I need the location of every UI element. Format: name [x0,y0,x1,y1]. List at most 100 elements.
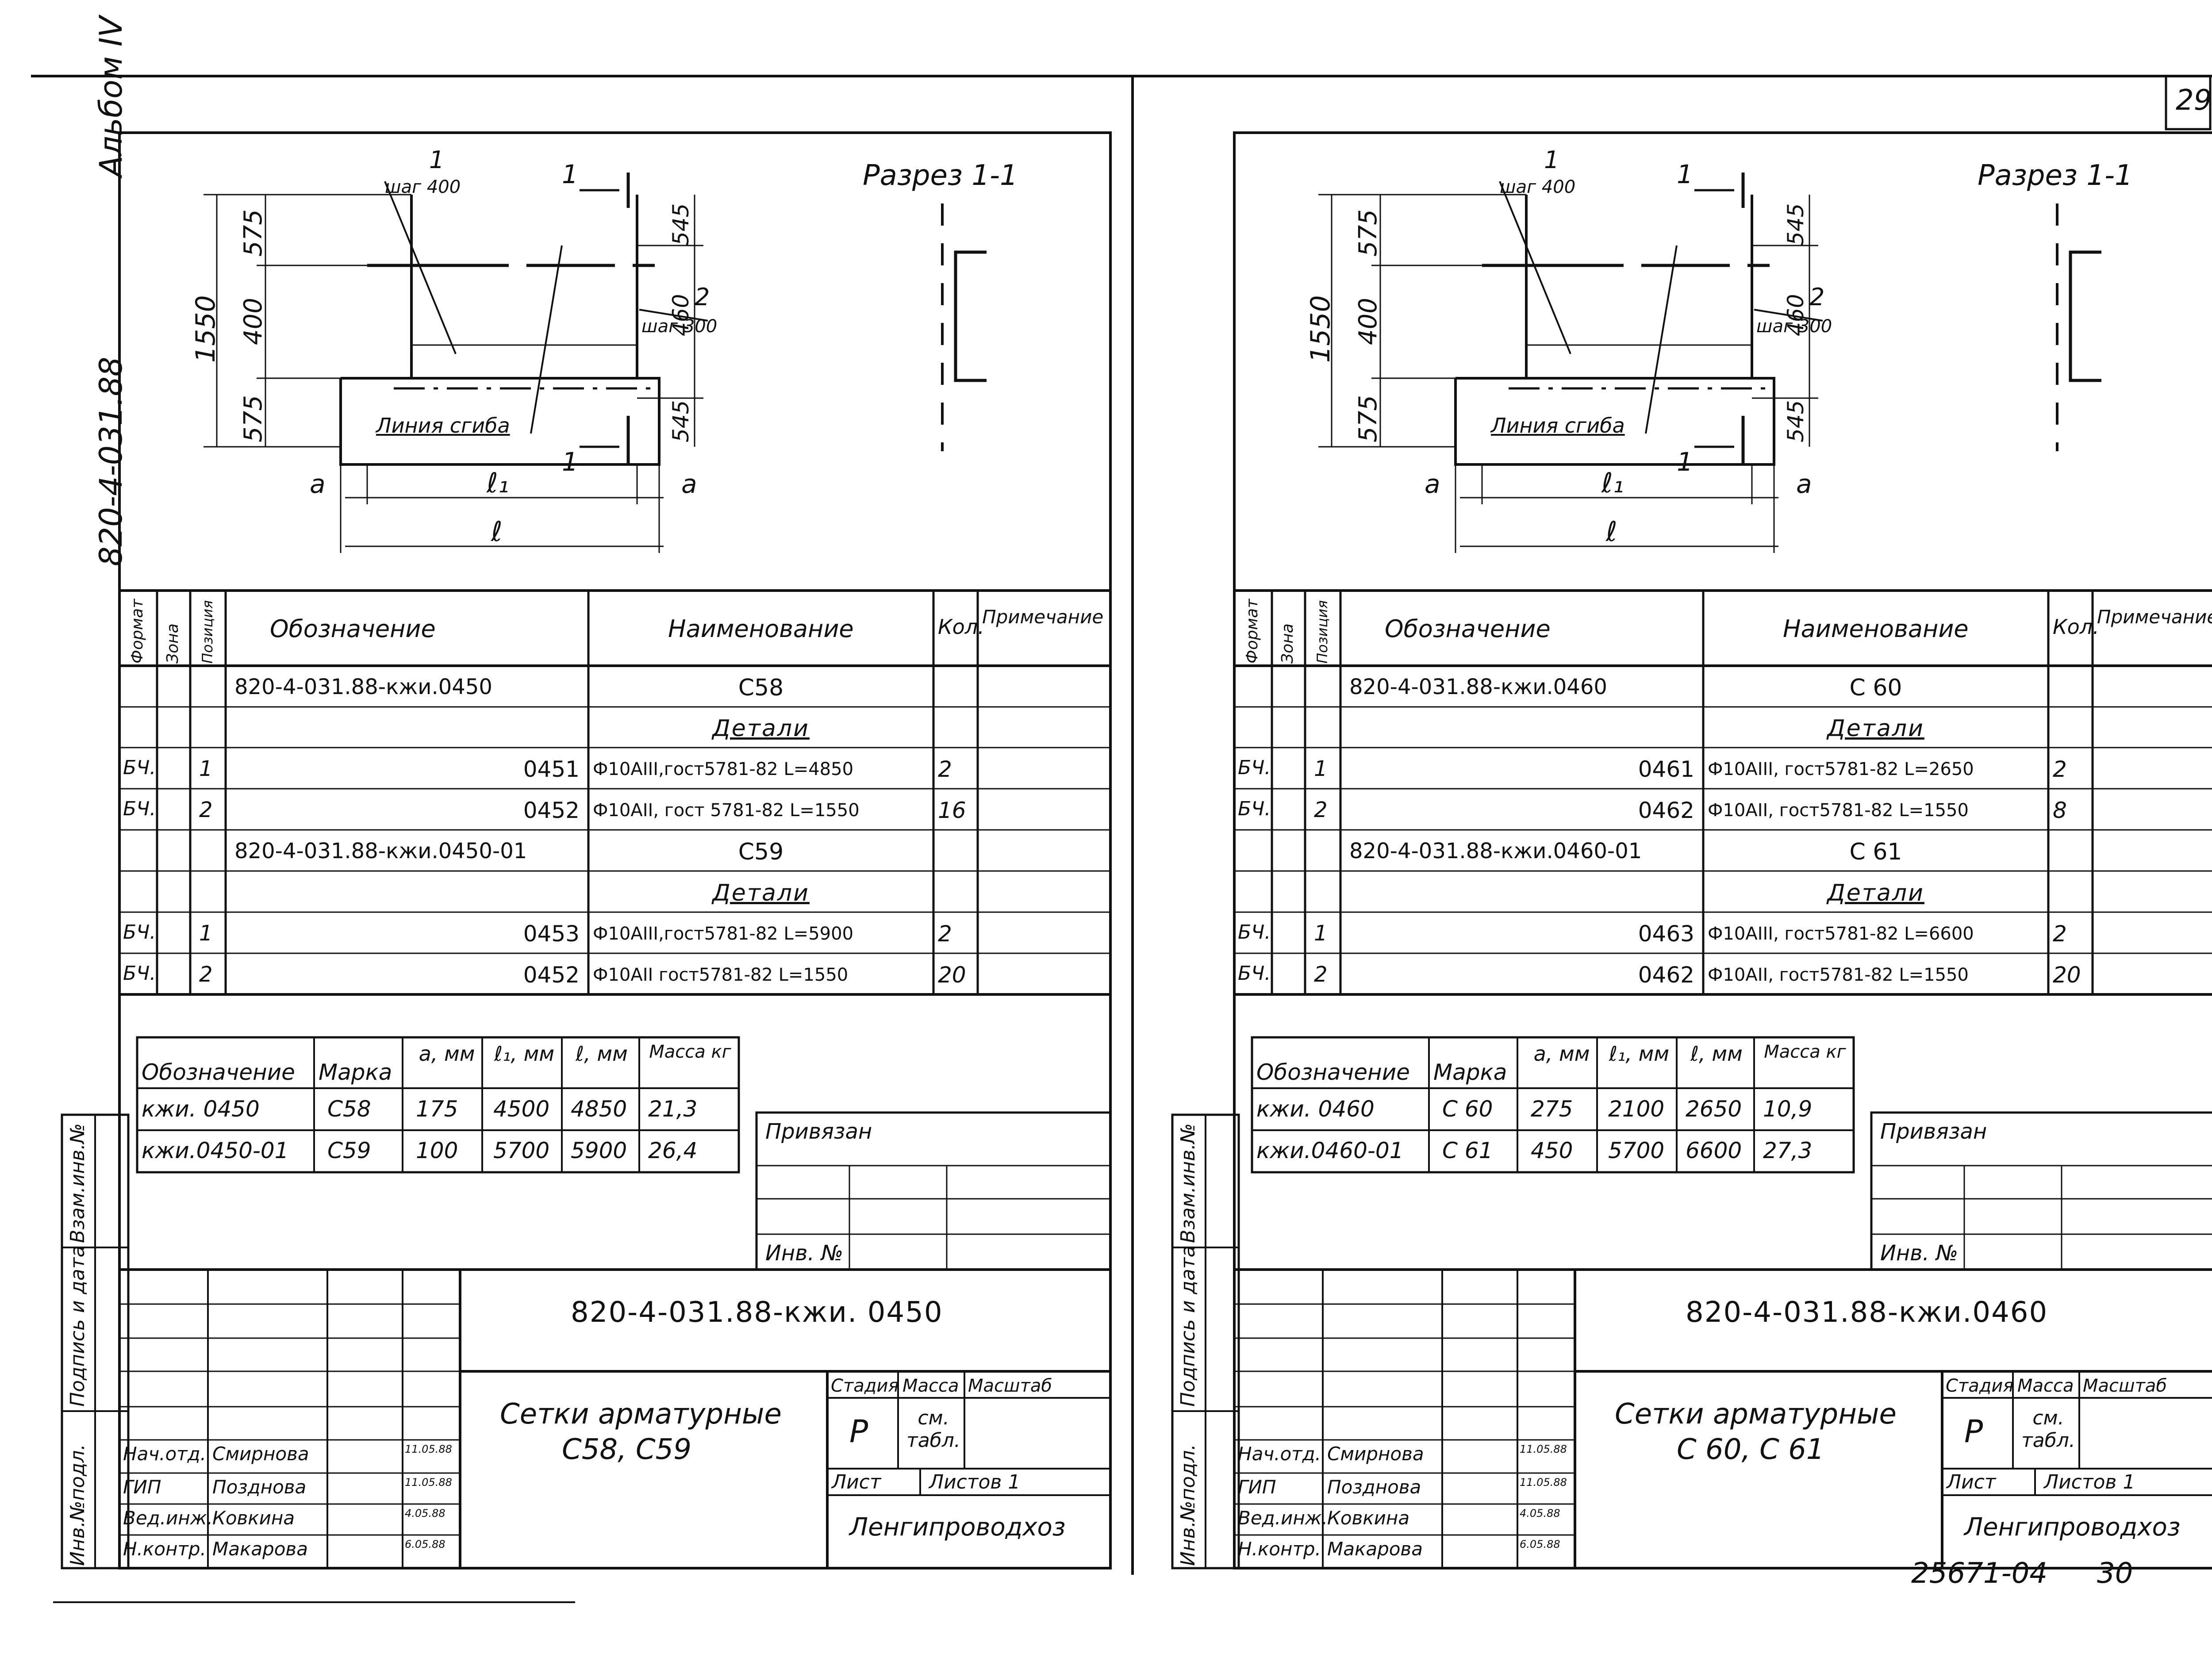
pos1-label: 1 [429,146,445,174]
params-cell: 175 [416,1096,458,1122]
spec-row-name: Детали [1827,715,1924,742]
spec-row-position: 2 [1314,798,1328,822]
person-name: Макарова [1327,1538,1423,1560]
dim-mid: 400 [239,298,268,345]
params-cell: 4500 [493,1096,550,1122]
spec-row-qty: 20 [2053,962,2081,988]
person-role: Н.контр. [123,1538,206,1560]
person-name: Ковкина [1327,1507,1410,1529]
spec-row-format: БЧ. [1238,798,1271,820]
bottom-page: 30 [2097,1557,2133,1590]
privyazan-label: Привязан [765,1119,872,1144]
params-cell: 6600 [1686,1138,1742,1163]
section-label: Разрез 1-1 [1978,159,2133,192]
spec-header-note: Примечание [982,606,1104,628]
mass-value: см. табл. [906,1407,960,1452]
spec-row-position: 2 [199,962,213,987]
dim-mid: 400 [1354,298,1382,345]
dim-right-bottom: 545 [668,400,694,442]
spec-row-name: Ф10АIII,гост5781-82 L=5900 [593,924,854,944]
spec-header-zone: Зона [1279,623,1297,664]
params-cell: 2650 [1686,1096,1742,1122]
params-cell: С 61 [1442,1138,1493,1163]
spec-row-name: С 61 [1849,839,1902,865]
spec-row-format: БЧ. [123,798,156,820]
spec-header-code: Обозначение [270,615,436,643]
person-date: 11.05.88 [1520,1476,1567,1489]
title-code: 820-4-031.88-кжи.0460 [1686,1296,2048,1329]
spec-row-qty: 2 [2053,756,2067,782]
spec-header-format: Формат [1243,599,1261,664]
params-cell: кжи. 0460 [1256,1096,1375,1122]
spec-row-code: 0453 [523,921,580,947]
params-cell: 2100 [1608,1096,1665,1122]
dim-total: 1550 [1305,295,1336,363]
title-line1: Сетки арматурные [1615,1398,1897,1431]
spec-row-format: БЧ. [123,756,156,779]
person-role: Нач.отд. [1238,1443,1321,1465]
spec-row-code: 820-4-031.88-кжи.0460 [1349,675,1607,699]
spec-row-position: 1 [199,756,213,781]
params-cell: 100 [416,1138,458,1163]
stamp-inv-left: Инв.№подл. [66,1444,89,1566]
person-name: Позднова [212,1476,307,1498]
params-cell: 450 [1531,1138,1573,1163]
params-header-a: a, мм [1533,1042,1590,1066]
spec-row-code: 0451 [523,756,580,782]
spec-row-code: 0462 [1638,798,1694,823]
spec-row-qty: 8 [2053,798,2067,823]
params-cell: 5700 [493,1138,550,1163]
params-cell: 5700 [1608,1138,1665,1163]
spec-row-name: Ф10АIII,гост5781-82 L=4850 [593,759,854,779]
bend-line-label: Линия сгиба [1491,414,1625,437]
sheet-label: Лист [832,1471,881,1493]
sheet-lines [118,131,1112,1569]
sheets-label: Листов 1 [2044,1471,2135,1493]
person-date: 4.05.88 [1520,1507,1560,1520]
spec-row-name: С 60 [1849,675,1902,701]
params-cell: 5900 [571,1138,627,1163]
spec-row-code: 0452 [523,798,580,823]
params-cell: кжи. 0450 [142,1096,260,1122]
inv-no-label: Инв. № [1880,1241,1959,1266]
title-line2: С 60, С 61 [1677,1433,1824,1466]
params-header-l1: ℓ₁, мм [494,1042,555,1066]
stage-label: Стадия [1946,1376,2014,1396]
dim-top: 575 [239,209,268,257]
spec-header-code: Обозначение [1385,615,1551,643]
mass-label: Масса [902,1376,959,1396]
spec-row-qty: 2 [2053,921,2067,947]
spec-row-qty: 20 [938,962,966,988]
spec-row-format: БЧ. [1238,756,1271,779]
stage-label: Стадия [831,1376,899,1396]
dim-right-top: 545 [668,203,694,246]
spec-header-qty: Кол. [2053,615,2099,639]
cut-mark-bottom: 1 [1677,447,1693,477]
section-label: Разрез 1-1 [863,159,1018,192]
params-header-mark: Марка [319,1059,392,1085]
dim-a-left: a [1425,469,1440,499]
spec-row-name: Детали [1827,880,1924,906]
spec-row-name: Детали [712,715,810,742]
params-cell: 21,3 [648,1096,698,1122]
person-role: Вед.инж. [123,1507,213,1529]
sheet-lines [1233,131,2212,1569]
spec-header-name: Наименование [1783,615,1969,643]
spec-row-position: 2 [199,798,213,822]
params-header-mark: Марка [1433,1059,1507,1085]
pos1-label: 1 [1544,146,1559,174]
params-header-mass: Масса кг [649,1042,731,1062]
spec-row-format: БЧ. [1238,921,1271,944]
org-name: Ленгипроводхоз [1964,1513,2181,1542]
dim-a-left: a [310,469,326,499]
params-cell: кжи.0460-01 [1256,1138,1404,1163]
sheet-label: Лист [1947,1471,1996,1493]
dim-top: 575 [1354,209,1382,257]
spec-row-name: Ф10АII гост5781-82 L=1550 [593,965,849,985]
person-name: Ковкина [212,1507,295,1529]
dim-right-bottom: 545 [1783,400,1809,442]
bend-line-label: Линия сгиба [376,414,510,437]
params-cell: кжи.0450-01 [142,1138,289,1163]
spec-row-name: Детали [712,880,810,906]
